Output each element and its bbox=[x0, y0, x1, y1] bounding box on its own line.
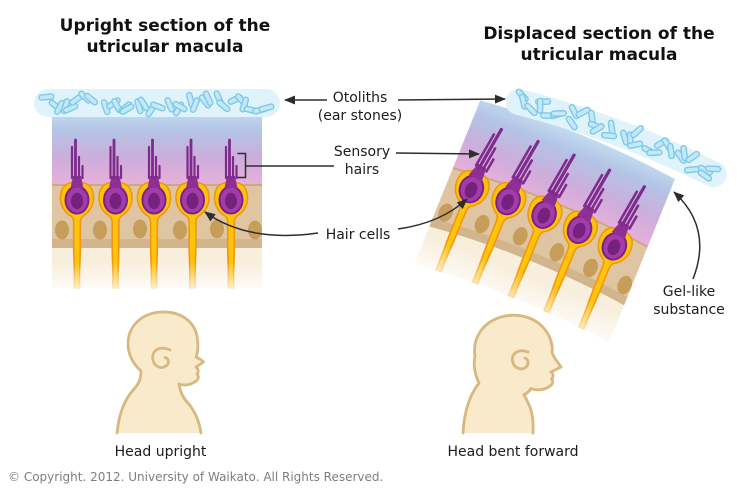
otoliths-arrow-right bbox=[397, 94, 506, 104]
connector-arrows bbox=[204, 94, 701, 280]
gel-substance-label: Gel-like substance bbox=[653, 284, 725, 318]
otolith-crystals bbox=[38, 90, 275, 118]
title-upright-line1: Upright section of the bbox=[59, 16, 271, 36]
title-displaced-line2: utricular macula bbox=[520, 45, 678, 65]
hair-cells-arrow-right bbox=[397, 198, 468, 230]
gel-substance-arrow bbox=[673, 191, 701, 280]
upright-macula-diagram bbox=[34, 89, 280, 298]
otolith-crystals bbox=[515, 88, 722, 182]
supporting-cell-nuclei bbox=[438, 203, 633, 295]
ear-icon bbox=[510, 349, 530, 371]
head-bent-caption: Head bent forward bbox=[447, 444, 579, 460]
displaced-macula-diagram bbox=[403, 88, 727, 355]
title-displaced: Displaced section of the utricular macul… bbox=[468, 24, 730, 66]
head-bent-figure bbox=[461, 313, 563, 435]
otolith-backdrop bbox=[505, 88, 727, 188]
sensory-hairs-arrow-right bbox=[395, 149, 480, 159]
title-upright-line2: utricular macula bbox=[86, 37, 244, 57]
ear-icon bbox=[151, 346, 172, 369]
head-upright-caption: Head upright bbox=[114, 444, 207, 460]
title-displaced-line1: Displaced section of the bbox=[483, 24, 715, 44]
otoliths-label: Otoliths (ear stones) bbox=[317, 90, 403, 124]
hair-cells-label: Hair cells bbox=[325, 227, 391, 243]
supporting-cell-nuclei bbox=[55, 219, 262, 240]
head-upright-figure bbox=[115, 310, 205, 435]
hair-cells-arrow-left bbox=[204, 211, 319, 237]
copyright-notice: © Copyright. 2012. University of Waikato… bbox=[8, 470, 384, 484]
sensory-hairs-bracket bbox=[237, 152, 247, 179]
title-upright: Upright section of the utricular macula bbox=[40, 16, 290, 58]
sensory-hairs-label: Sensory hairs bbox=[333, 144, 391, 178]
